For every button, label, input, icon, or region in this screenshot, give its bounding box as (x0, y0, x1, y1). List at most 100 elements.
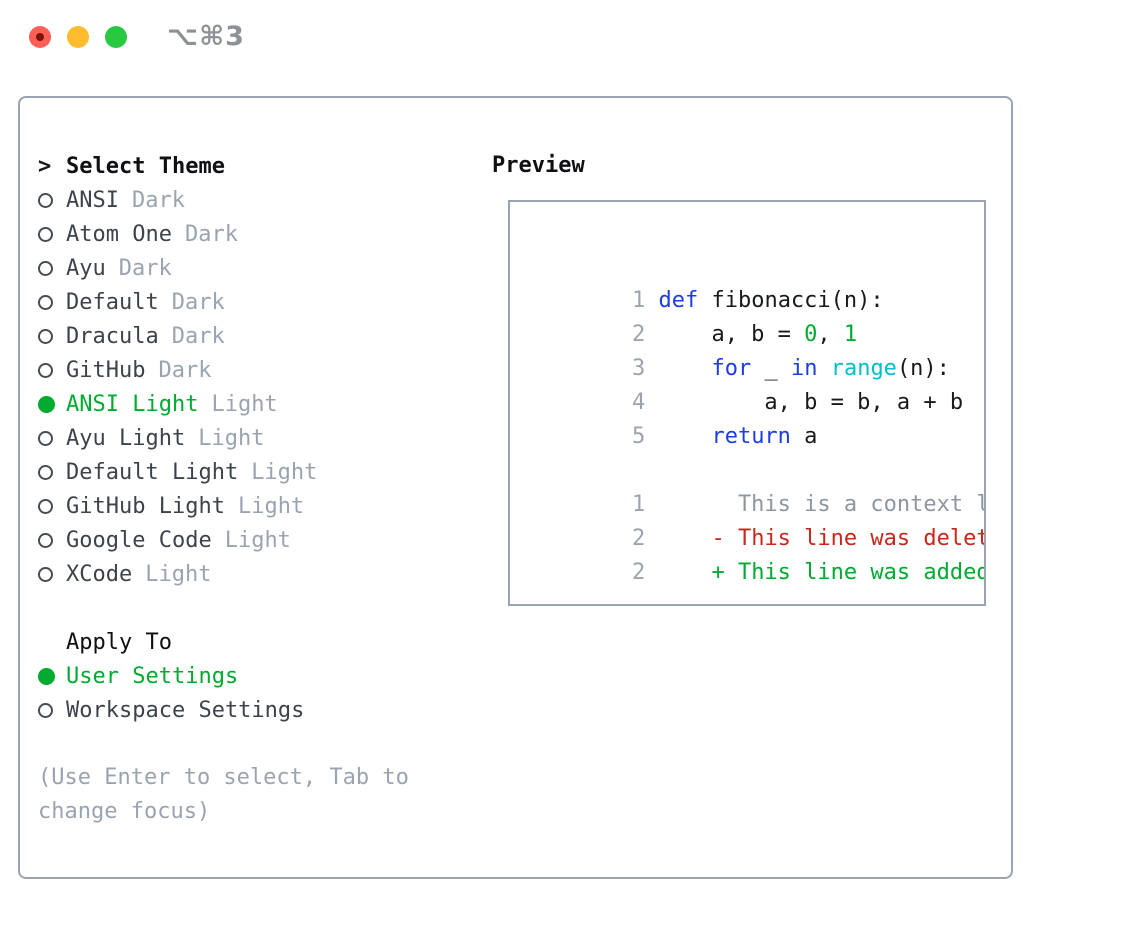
theme-variant-tag: Dark (171, 323, 225, 349)
radio-icon (38, 226, 53, 242)
theme-picker-panel: > Select Theme ANSI Dark Atom One Dark A… (18, 96, 1013, 879)
line-number: 3 (631, 356, 659, 381)
code-segment: for (711, 356, 752, 381)
code-segment: a (790, 424, 818, 449)
code-segment: , (817, 322, 844, 347)
theme-variant-tag: Dark (118, 255, 172, 281)
theme-option-ansi-light[interactable]: ANSI Light Light (38, 387, 498, 421)
apply-to-title: Apply To (66, 629, 172, 655)
theme-name: Ayu (66, 255, 106, 281)
radio-icon (38, 294, 53, 310)
radio-selected-icon (38, 667, 55, 685)
theme-variant-tag: Light (145, 561, 212, 587)
diff-context-line: 1 This is a context line. (526, 454, 984, 517)
theme-variant-tag: Light (224, 527, 291, 553)
preview-header: Preview (492, 153, 585, 178)
theme-name: XCode (66, 561, 133, 587)
code-segment: in (790, 356, 818, 381)
select-theme-header: > Select Theme (38, 149, 498, 183)
code-segment: - This line was deleted. (711, 526, 984, 551)
code-segment: def (658, 288, 699, 313)
theme-option-ayu-light[interactable]: Ayu Light Light (38, 421, 498, 455)
code-segment (658, 526, 711, 551)
theme-variant-tag: Dark (184, 221, 238, 247)
code-segment: _ (751, 356, 791, 381)
theme-option-dracula-dark[interactable]: Dracula Dark (38, 319, 498, 353)
theme-option-ayu-dark[interactable]: Ayu Dark (38, 251, 498, 285)
theme-name: Atom One (66, 221, 172, 247)
theme-list: > Select Theme ANSI Dark Atom One Dark A… (38, 149, 498, 829)
theme-name: GitHub Light (66, 493, 225, 519)
theme-option-ansi-dark[interactable]: ANSI Dark (38, 183, 498, 217)
zoom-button[interactable] (105, 26, 127, 48)
theme-name: Default Light (66, 459, 239, 485)
code-line-4: 4 a, b = b, a + b (526, 352, 984, 415)
titlebar: ⌥⌘3 (0, 0, 1140, 75)
line-number: 2 (631, 322, 659, 347)
radio-icon (38, 260, 53, 276)
theme-option-xcode-light[interactable]: XCode Light (38, 557, 498, 591)
theme-variant-tag: Dark (131, 187, 185, 213)
theme-name: GitHub (66, 357, 146, 383)
theme-option-github-dark[interactable]: GitHub Dark (38, 353, 498, 387)
apply-option-label: Workspace Settings (66, 697, 305, 723)
theme-option-google-code-light[interactable]: Google Code Light (38, 523, 498, 557)
hint-text: (Use Enter to select, Tab to change focu… (38, 765, 409, 824)
radio-icon (38, 328, 53, 344)
close-button[interactable] (29, 26, 51, 48)
window-title: ⌥⌘3 (167, 21, 245, 52)
code-segment: a, b = b, a + b (658, 390, 964, 415)
theme-name: ANSI Light (66, 391, 199, 417)
close-dot-icon (36, 33, 44, 41)
theme-variant-tag: Light (198, 425, 265, 451)
select-theme-title: Select Theme (66, 153, 225, 179)
line-number: 1 (631, 288, 659, 313)
diff-added-line: 2 + This line was added. (526, 522, 984, 585)
apply-option-user-settings[interactable]: User Settings (38, 659, 498, 693)
radio-icon (38, 430, 53, 446)
line-number: 5 (631, 424, 659, 449)
theme-name: Dracula (66, 323, 159, 349)
code-segment: 0 (804, 322, 818, 347)
code-segment: This is a context line. (737, 492, 984, 517)
radio-selected-icon (38, 395, 55, 413)
line-number: 1 (631, 492, 659, 517)
theme-name: Google Code (66, 527, 212, 553)
code-segment (658, 560, 711, 585)
preview-box: 1 def fibonacci(n): 2 a, b = 0, 1 3 for … (508, 200, 986, 606)
theme-variant-tag: Light (211, 391, 278, 417)
theme-variant-tag: Light (237, 493, 305, 519)
minimize-button[interactable] (67, 26, 89, 48)
radio-icon (38, 532, 53, 548)
code-line-1: 1 def fibonacci(n): (526, 250, 984, 313)
prompt-caret-icon: > (38, 153, 52, 179)
code-segment: return (711, 424, 791, 449)
radio-icon (38, 464, 53, 480)
code-segment: (n): (896, 356, 950, 381)
code-segment (658, 424, 711, 449)
code-segment (658, 356, 711, 381)
apply-option-workspace-settings[interactable]: Workspace Settings (38, 693, 498, 727)
theme-option-default-light[interactable]: Default Light Light (38, 455, 498, 489)
diff-deleted-line: 2 - This line was deleted. (526, 488, 984, 551)
code-line-3: 3 for _ in range(n): (526, 318, 984, 381)
radio-icon (38, 498, 53, 514)
line-number: 2 (631, 526, 659, 551)
theme-name: Ayu Light (66, 425, 186, 451)
radio-icon (38, 702, 53, 718)
theme-option-atom-one-dark[interactable]: Atom One Dark (38, 217, 498, 251)
code-segment: a, b = (658, 322, 805, 347)
apply-option-label: User Settings (66, 663, 239, 689)
code-segment (817, 356, 830, 381)
radio-icon (38, 362, 53, 378)
apply-to-header: Apply To (38, 625, 498, 659)
theme-option-default-dark[interactable]: Default Dark (38, 285, 498, 319)
line-number: 2 (631, 560, 659, 585)
radio-icon (38, 566, 53, 582)
code-segment: 1 (843, 322, 858, 347)
code-segment: + This line was added. (711, 560, 986, 585)
code-segment: fibonacci(n): (698, 288, 884, 313)
radio-icon (38, 192, 53, 208)
theme-option-github-light[interactable]: GitHub Light Light (38, 489, 498, 523)
